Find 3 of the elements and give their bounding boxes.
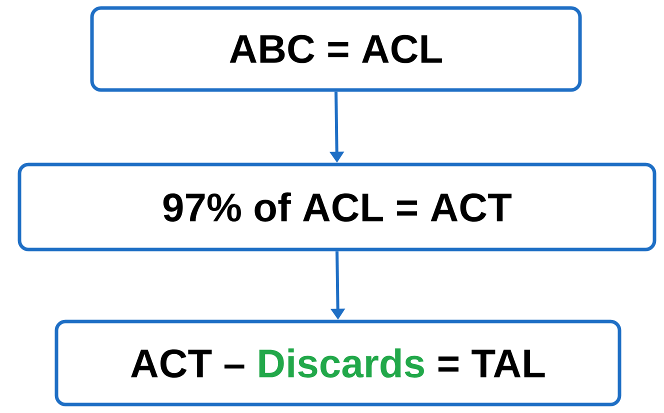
process-box: ABC = ACL	[90, 6, 582, 92]
process-box: ACT – Discards = TAL	[54, 320, 622, 406]
process-box: 97% of ACL = ACT	[18, 162, 656, 252]
